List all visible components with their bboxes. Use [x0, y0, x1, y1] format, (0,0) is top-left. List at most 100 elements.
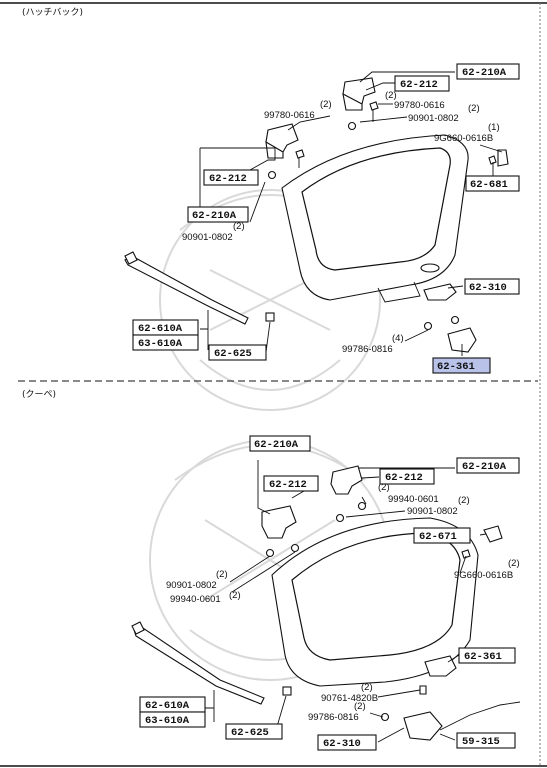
quantity-label: (2)	[361, 682, 373, 693]
part-number-text: 62-361	[464, 651, 502, 663]
gas-strut	[133, 625, 265, 705]
part-number-text: 63-610A	[138, 338, 183, 350]
part-number-text: 62-310	[323, 738, 361, 750]
bolt-icon	[369, 101, 379, 111]
part-box-62-361-highlighted[interactable]	[432, 357, 491, 374]
part-number-label: 99940-0601	[170, 594, 221, 605]
part-number-text: 62-361	[437, 361, 475, 373]
part-box-62-625[interactable]	[208, 344, 267, 361]
part-box-62-310[interactable]	[464, 278, 520, 295]
bolt-icon	[335, 513, 345, 523]
quantity-label: (2)	[378, 482, 390, 493]
coupe-glass	[291, 532, 461, 661]
section-title-coupe: (クーペ)	[22, 389, 56, 400]
coupe-group: 62-210A 62-212 62-212 62-210A 62-671 62-…	[131, 435, 521, 751]
part-number-text: 62-212	[269, 479, 307, 491]
part-number-text: 62-212	[400, 79, 438, 91]
bolt-icon	[357, 501, 367, 511]
bolt-icon	[265, 548, 275, 558]
part-number-text: 62-625	[214, 348, 252, 360]
quantity-label: (2)	[320, 99, 332, 110]
part-number-label: 99786-0816	[342, 344, 393, 355]
part-number-label: 9G660-0616B	[454, 570, 513, 581]
part-number-label: 99786-0816	[308, 712, 359, 723]
part-number-text: 62-625	[231, 727, 269, 739]
section-title-hatchback: (ハッチバック)	[22, 7, 83, 18]
quantity-label: (2)	[354, 701, 366, 712]
part-box-62-671[interactable]	[413, 527, 471, 544]
part-box-62-210A[interactable]	[456, 63, 520, 80]
part-box-62-310[interactable]	[317, 734, 377, 751]
part-number-text: 62-671	[419, 531, 457, 543]
part-number-text: 62-681	[470, 179, 508, 191]
bolt-icon	[267, 170, 277, 180]
part-number-text: 63-610A	[145, 715, 190, 727]
part-number-label: 9G660-0616B	[434, 133, 493, 144]
part-number-text: 59-315	[462, 736, 500, 748]
part-number-text: 62-210A	[462, 461, 507, 473]
strut-ball-stud	[265, 312, 275, 322]
quantity-label: (2)	[229, 590, 241, 601]
quantity-label: (2)	[233, 221, 245, 232]
strut-ball-stud	[282, 686, 292, 696]
part-number-text: 62-210A	[254, 439, 299, 451]
part-box-62-625[interactable]	[225, 723, 283, 740]
bolt-icon	[347, 121, 357, 131]
bolt-icon	[461, 549, 471, 559]
bolt-icon	[423, 321, 433, 331]
quantity-label: (2)	[385, 90, 397, 101]
bolt-icon	[488, 155, 497, 165]
bolt-icon	[419, 685, 427, 695]
release-cable	[439, 701, 521, 731]
part-number-label: 90901-0802	[407, 506, 458, 517]
bolt-icon	[290, 543, 300, 553]
quantity-label: (2)	[458, 495, 470, 506]
part-box-62-681[interactable]	[465, 175, 520, 192]
part-number-text: 62-210A	[192, 210, 237, 222]
gas-strut	[124, 255, 249, 325]
striker-62-361	[447, 327, 477, 353]
part-number-label: 90901-0802	[166, 580, 217, 591]
part-box-62-361[interactable]	[458, 647, 516, 664]
part-box-63-610A[interactable]	[132, 334, 199, 351]
hatchback-group: 62-210A 62-212 62-212 62-210A 62-681 62-…	[124, 63, 520, 374]
part-number-text: 62-210A	[462, 67, 507, 79]
stopper-bumper	[497, 149, 509, 167]
part-number-text: 62-610A	[145, 700, 190, 712]
quantity-label: (2)	[508, 558, 520, 569]
latch-62-310	[403, 711, 443, 741]
part-box-62-212[interactable]	[394, 75, 450, 92]
part-number-label: 90901-0802	[182, 232, 233, 243]
part-box-62-210A[interactable]	[456, 457, 520, 474]
hatchback-emblem	[420, 263, 440, 273]
part-box-62-212[interactable]	[379, 468, 435, 485]
quantity-label: (2)	[468, 103, 480, 114]
part-number-label: 99940-0601	[388, 494, 439, 505]
part-number-label: 99780-0616	[264, 110, 315, 121]
part-box-62-210A[interactable]	[249, 435, 311, 452]
part-number-text: 62-610A	[138, 323, 183, 335]
hinge-right	[330, 465, 363, 495]
part-number-text: 62-212	[209, 173, 247, 185]
hinge-left	[261, 505, 297, 539]
bolt-icon	[295, 149, 305, 159]
bolt-icon	[450, 315, 460, 325]
part-number-label: 90761-4820B	[321, 693, 378, 704]
quantity-label: (2)	[216, 569, 228, 580]
part-number-text: 62-212	[385, 472, 423, 484]
part-box-63-610A[interactable]	[139, 711, 206, 728]
stopper-bumper	[483, 525, 503, 543]
part-box-62-212[interactable]	[263, 475, 319, 492]
part-box-59-315[interactable]	[456, 732, 516, 749]
quantity-label: (1)	[488, 122, 500, 133]
part-number-label: 99780-0616	[394, 100, 445, 111]
part-box-62-212[interactable]	[203, 169, 259, 186]
striker-62-361	[424, 655, 457, 677]
hatchback-glass	[301, 147, 451, 271]
quantity-label: (4)	[392, 333, 404, 344]
part-number-text: 62-310	[469, 282, 507, 294]
part-box-62-210A[interactable]	[187, 206, 249, 223]
latch-62-310	[423, 283, 457, 301]
part-number-label: 90901-0802	[408, 113, 459, 124]
